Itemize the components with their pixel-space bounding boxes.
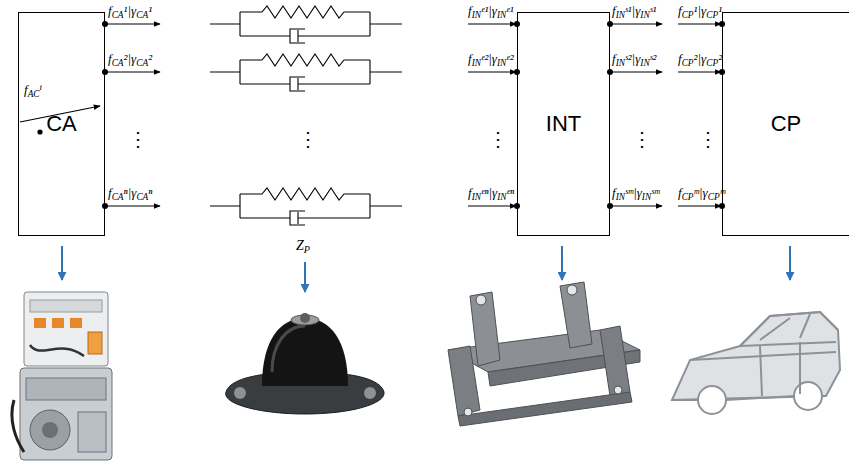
force-label: ZP <box>296 238 310 258</box>
force-arrows <box>20 24 721 206</box>
continuation-dots: ⋮ <box>128 128 148 150</box>
force-label: fINᵉ¹|γINᵉ¹ <box>468 3 514 23</box>
force-label: fINˢᵐ|γINˢᵐ <box>612 185 659 205</box>
mount-picture <box>226 313 384 414</box>
component-name: CA <box>46 111 77 137</box>
force-label: fACⁱ <box>24 82 42 102</box>
force-label: fCPᵐ|γCPᵐ <box>678 185 725 205</box>
connection-dots <box>37 21 725 209</box>
force-label: fINˢ¹|γINˢ¹ <box>612 3 656 23</box>
continuation-dots: ⋮ <box>698 128 718 150</box>
force-label: fCA²|γCA² <box>108 51 152 71</box>
active-component-picture <box>12 292 112 460</box>
force-label: fINᵉ²|γINᵉ² <box>468 51 514 71</box>
intermediate-structure-picture <box>448 282 640 426</box>
pointer-arrows <box>62 246 790 292</box>
continuation-dots: ⋮ <box>298 128 318 150</box>
force-label: fCP¹|γCP¹ <box>678 3 722 23</box>
continuation-dots: ⋮ <box>488 128 508 150</box>
force-label: fCA¹|γCA¹ <box>108 3 152 23</box>
force-label: fINˢ²|γINˢ² <box>612 51 656 71</box>
component-box: INT <box>517 12 610 236</box>
component-name: INT <box>546 111 581 137</box>
force-label: fINᵉⁿ|γINᵉⁿ <box>468 185 514 205</box>
component-box: CP <box>722 12 849 236</box>
continuation-dots: ⋮ <box>632 128 652 150</box>
force-label: fCAⁿ|γCAⁿ <box>108 185 152 205</box>
component-box: CA <box>18 12 105 236</box>
force-label: fCP²|γCP² <box>678 51 722 71</box>
spring-damper-symbols <box>210 6 402 225</box>
component-name: CP <box>771 111 802 137</box>
body-in-white-picture <box>672 312 840 414</box>
